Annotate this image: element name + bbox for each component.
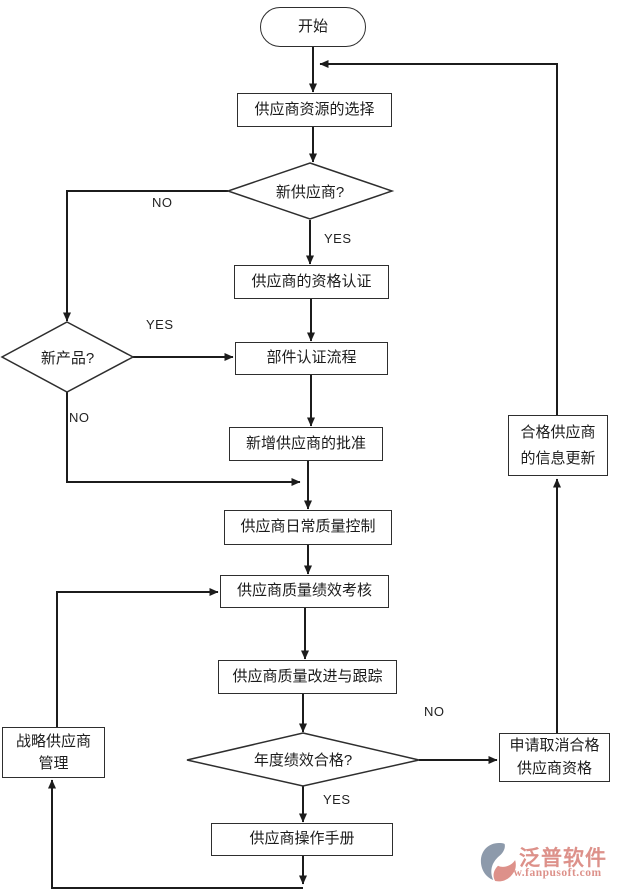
node-strategic-supplier-management: 战略供应商 管理	[2, 727, 105, 778]
node-performance-assessment: 供应商质量绩效考核	[220, 575, 389, 608]
node-approve-new-supplier: 新增供应商的批准	[229, 427, 383, 461]
node-part-certification: 部件认证流程	[235, 342, 388, 375]
node-qualified-info-update: 合格供应商 的信息更新	[508, 415, 608, 476]
branch-label-new-product-no: NO	[69, 410, 90, 425]
node-daily-quality-control: 供应商日常质量控制	[224, 510, 392, 545]
fanpu-brand-text: 泛普软件	[519, 847, 607, 870]
node-cancel-qualification: 申请取消合格 供应商资格	[499, 733, 610, 782]
fanpu-logo-icon	[480, 843, 516, 882]
branch-label-new-supplier-yes: YES	[324, 231, 352, 246]
branch-label-annual-yes: YES	[323, 792, 351, 807]
decision-new-supplier-shape	[225, 162, 395, 220]
branch-label-annual-no: NO	[424, 704, 445, 719]
fanpu-url-text: www.fanpusoft.com	[496, 867, 602, 879]
decision-new-product-shape	[0, 321, 135, 393]
fanpu-watermark: 泛普软件 www.fanpusoft.com	[477, 839, 615, 889]
node-start: 开始	[260, 7, 366, 47]
decision-annual-performance-shape	[186, 732, 420, 787]
decision-annual-performance-label: 年度绩效合格?	[253, 752, 353, 769]
branch-label-new-product-yes: YES	[146, 317, 174, 332]
node-supplier-qualification: 供应商的资格认证	[234, 265, 389, 299]
node-operation-manual: 供应商操作手册	[211, 823, 393, 856]
node-supplier-resource-selection: 供应商资源的选择	[237, 93, 392, 127]
decision-new-product-label: 新产品?	[40, 349, 95, 367]
decision-new-supplier-label: 新供应商?	[275, 183, 345, 201]
node-quality-improvement: 供应商质量改进与跟踪	[218, 660, 397, 694]
branch-label-new-supplier-no: NO	[152, 195, 173, 210]
